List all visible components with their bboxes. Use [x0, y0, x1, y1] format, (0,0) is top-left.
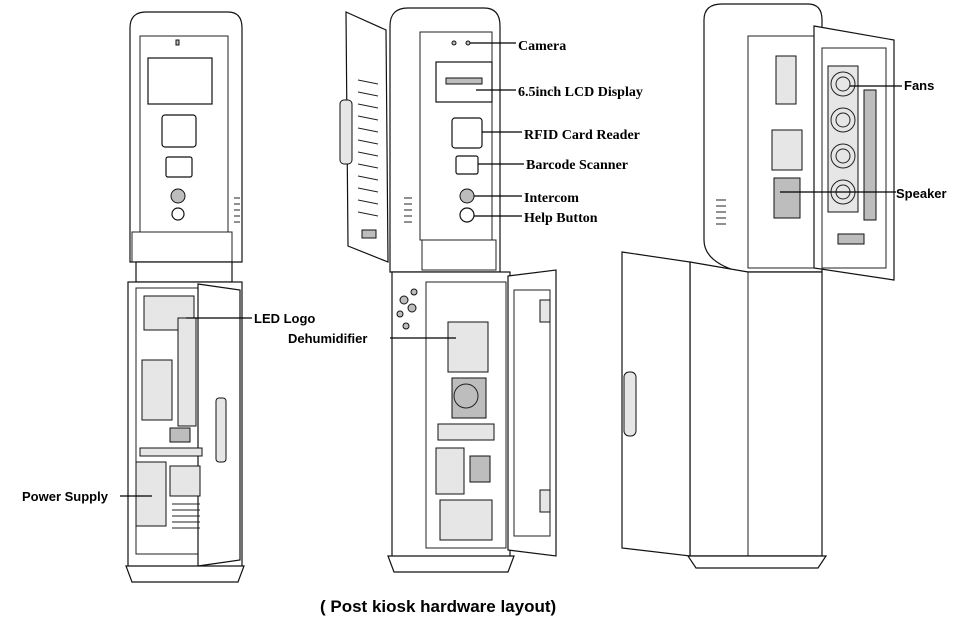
label-help-button: Help Button — [524, 211, 598, 226]
kiosk2-rfid-pad — [451, 117, 483, 149]
label-dehumidifier: Dehumidifier — [288, 331, 367, 346]
kiosk2-dehumidifier — [447, 321, 489, 373]
label-fans: Fans — [904, 78, 934, 93]
kiosk3-speaker — [837, 233, 865, 245]
kiosk1-intercom — [170, 188, 186, 204]
kiosk-back-view — [621, 3, 895, 569]
label-lcd-display: 6.5inch LCD Display — [518, 85, 643, 100]
kiosk2-help-button — [459, 207, 475, 223]
label-camera: Camera — [518, 39, 566, 54]
kiosk1-help-button — [171, 207, 185, 221]
kiosk3-fans — [827, 65, 859, 213]
callout-lines — [120, 42, 902, 497]
label-speaker: Speaker — [896, 186, 947, 201]
label-barcode-scanner: Barcode Scanner — [526, 158, 628, 173]
figure-caption: ( Post kiosk hardware layout) — [320, 597, 556, 616]
kiosk1-barcode-window — [165, 156, 193, 178]
kiosk-front-view — [125, 11, 245, 583]
label-rfid-reader: RFID Card Reader — [524, 128, 640, 143]
kiosk1-lcd-screen — [147, 57, 213, 105]
label-led-logo: LED Logo — [254, 311, 315, 326]
kiosk2-intercom — [459, 188, 475, 204]
kiosk-open-view — [339, 7, 557, 573]
kiosk1-rfid-pad — [161, 114, 197, 148]
label-power-supply: Power Supply — [22, 489, 109, 504]
kiosk1-power-supply — [135, 461, 167, 527]
label-intercom: Intercom — [524, 191, 579, 206]
kiosk2-barcode-window — [455, 155, 479, 175]
